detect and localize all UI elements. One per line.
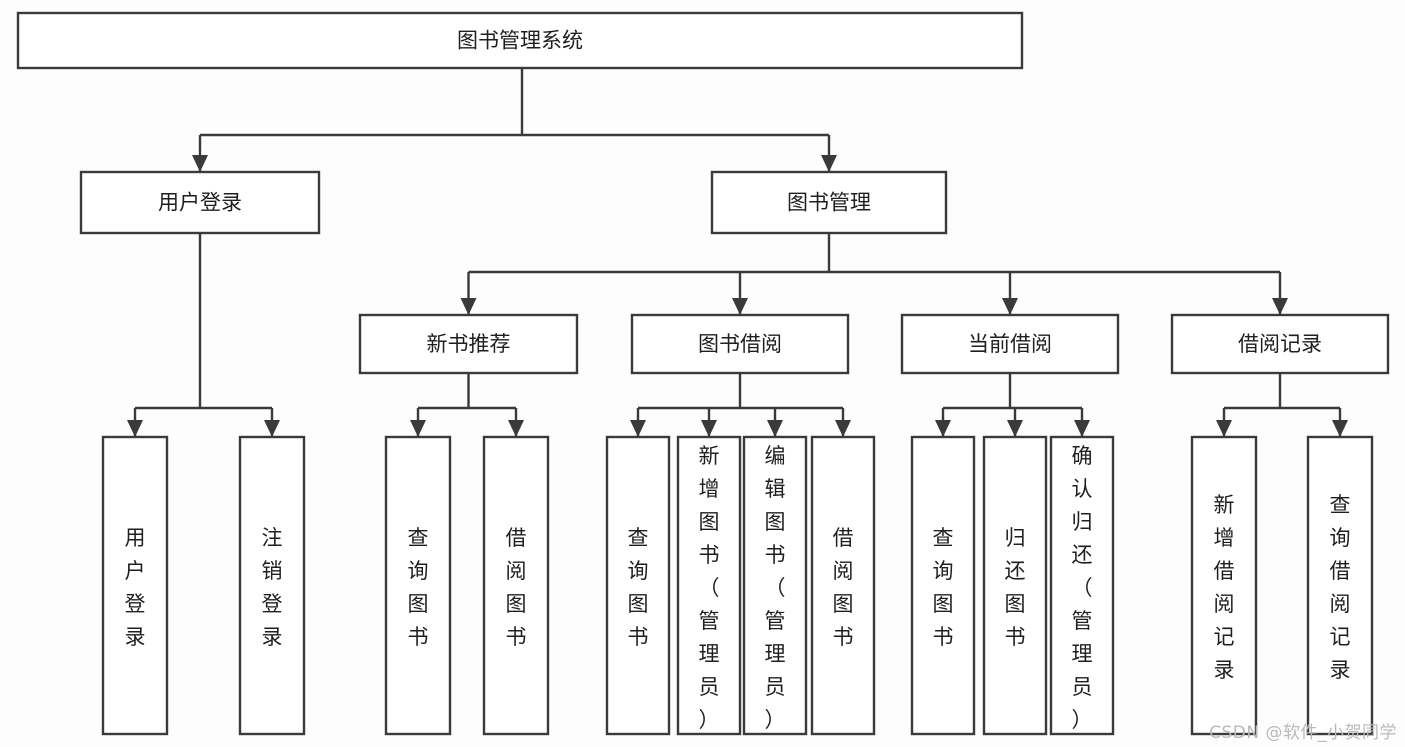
arrow-head-icon bbox=[767, 420, 783, 437]
node-leaf-logout-login-box[interactable] bbox=[238, 435, 306, 736]
node-leaf-query-book-recommend-box[interactable] bbox=[384, 435, 452, 736]
node-leaf-add-book-admin-box[interactable] bbox=[676, 435, 742, 736]
arrow-head-icon bbox=[1332, 420, 1348, 437]
arrow-head-icon bbox=[1216, 420, 1232, 437]
node-leaf-borrow-book-label: 借阅图书 bbox=[833, 526, 854, 649]
arrow-head-icon bbox=[264, 420, 280, 437]
node-leaf-add-borrow-record-box[interactable] bbox=[1190, 435, 1258, 736]
node-leaf-add-book-admin-label: 新增图书（管理员） bbox=[699, 444, 720, 732]
node-root[interactable]: 图书管理系统 bbox=[16, 11, 1024, 70]
node-leaf-borrow-book-recommend[interactable]: 借阅图书 bbox=[482, 435, 550, 736]
node-book-management-box[interactable] bbox=[710, 170, 948, 235]
nodes-layer: 图书管理系统用户登录图书管理新书推荐图书借阅当前借阅借阅记录用户登录注销登录查询… bbox=[16, 11, 1390, 736]
node-leaf-confirm-return-admin-label: 确认归还（管理员） bbox=[1072, 444, 1093, 732]
node-leaf-query-book-borrow-label: 查询图书 bbox=[628, 526, 649, 649]
arrow-head-icon bbox=[732, 298, 748, 315]
node-leaf-query-book-current-label: 查询图书 bbox=[933, 526, 954, 649]
node-leaf-return-book[interactable]: 归还图书 bbox=[982, 435, 1048, 736]
arrow-head-icon bbox=[701, 420, 717, 437]
node-new-book-recommend-box[interactable] bbox=[358, 313, 579, 375]
node-book-management[interactable]: 图书管理 bbox=[710, 170, 948, 235]
node-borrow-record[interactable]: 借阅记录 bbox=[1170, 313, 1390, 375]
arrow-head-icon bbox=[1074, 420, 1090, 437]
node-user-login-box[interactable] bbox=[79, 170, 321, 235]
arrow-head-icon bbox=[835, 420, 851, 437]
arrow-head-icon bbox=[410, 420, 426, 437]
node-leaf-borrow-book[interactable]: 借阅图书 bbox=[810, 435, 876, 736]
arrow-head-icon bbox=[630, 420, 646, 437]
node-root-label: 图书管理系统 bbox=[457, 29, 583, 53]
node-leaf-edit-book-admin-box[interactable] bbox=[742, 435, 808, 736]
arrow-head-icon bbox=[1002, 298, 1018, 315]
node-new-book-recommend-label: 新书推荐 bbox=[427, 332, 511, 356]
node-leaf-user-login-box[interactable] bbox=[101, 435, 169, 736]
node-leaf-confirm-return-admin-box[interactable] bbox=[1049, 435, 1115, 736]
node-leaf-borrow-book-box[interactable] bbox=[810, 435, 876, 736]
node-leaf-query-book-borrow-box[interactable] bbox=[605, 435, 671, 736]
node-user-login[interactable]: 用户登录 bbox=[79, 170, 321, 235]
node-leaf-user-login[interactable]: 用户登录 bbox=[101, 435, 169, 736]
node-leaf-edit-book-admin-label: 编辑图书（管理员） bbox=[765, 444, 786, 732]
node-leaf-borrow-book-recommend-box[interactable] bbox=[482, 435, 550, 736]
csdn-watermark: CSDN @软件_小贺同学 bbox=[1209, 723, 1397, 743]
node-leaf-borrow-book-recommend-label: 借阅图书 bbox=[506, 526, 527, 649]
node-borrow-record-box[interactable] bbox=[1170, 313, 1390, 375]
arrow-head-icon bbox=[192, 155, 208, 172]
node-leaf-add-borrow-record[interactable]: 新增借阅记录 bbox=[1190, 435, 1258, 736]
arrow-head-icon bbox=[821, 155, 837, 172]
node-book-borrow[interactable]: 图书借阅 bbox=[630, 313, 850, 375]
node-root-box[interactable] bbox=[16, 11, 1024, 70]
node-leaf-add-book-admin[interactable]: 新增图书（管理员） bbox=[676, 435, 742, 736]
node-leaf-query-book-current-box[interactable] bbox=[910, 435, 976, 736]
arrow-head-icon bbox=[1272, 298, 1288, 315]
node-user-login-label: 用户登录 bbox=[158, 191, 242, 215]
node-leaf-logout-login[interactable]: 注销登录 bbox=[238, 435, 306, 736]
node-leaf-confirm-return-admin[interactable]: 确认归还（管理员） bbox=[1049, 435, 1115, 736]
node-leaf-query-borrow-record-box[interactable] bbox=[1306, 435, 1374, 736]
arrow-head-icon bbox=[1007, 420, 1023, 437]
node-leaf-query-book-borrow[interactable]: 查询图书 bbox=[605, 435, 671, 736]
node-leaf-query-borrow-record[interactable]: 查询借阅记录 bbox=[1306, 435, 1374, 736]
arrow-head-icon bbox=[508, 420, 524, 437]
connectors-layer bbox=[127, 68, 1348, 437]
node-leaf-query-borrow-record-label: 查询借阅记录 bbox=[1330, 493, 1351, 682]
node-current-borrow-box[interactable] bbox=[900, 313, 1120, 375]
node-leaf-query-book-recommend-label: 查询图书 bbox=[408, 526, 429, 649]
arrow-head-icon bbox=[935, 420, 951, 437]
node-leaf-return-book-label: 归还图书 bbox=[1005, 526, 1026, 649]
node-new-book-recommend[interactable]: 新书推荐 bbox=[358, 313, 579, 375]
node-current-borrow-label: 当前借阅 bbox=[968, 332, 1052, 356]
node-leaf-edit-book-admin[interactable]: 编辑图书（管理员） bbox=[742, 435, 808, 736]
node-borrow-record-label: 借阅记录 bbox=[1238, 332, 1322, 356]
node-book-borrow-box[interactable] bbox=[630, 313, 850, 375]
node-leaf-user-login-label: 用户登录 bbox=[125, 526, 146, 649]
node-book-management-label: 图书管理 bbox=[787, 191, 871, 215]
node-current-borrow[interactable]: 当前借阅 bbox=[900, 313, 1120, 375]
node-leaf-logout-login-label: 注销登录 bbox=[262, 526, 283, 649]
node-book-borrow-label: 图书借阅 bbox=[698, 332, 782, 356]
node-leaf-query-book-recommend[interactable]: 查询图书 bbox=[384, 435, 452, 736]
arrow-head-icon bbox=[460, 298, 477, 315]
node-leaf-add-borrow-record-label: 新增借阅记录 bbox=[1214, 493, 1235, 682]
node-leaf-query-book-current[interactable]: 查询图书 bbox=[910, 435, 976, 736]
arrow-head-icon bbox=[127, 420, 143, 437]
node-leaf-return-book-box[interactable] bbox=[982, 435, 1048, 736]
